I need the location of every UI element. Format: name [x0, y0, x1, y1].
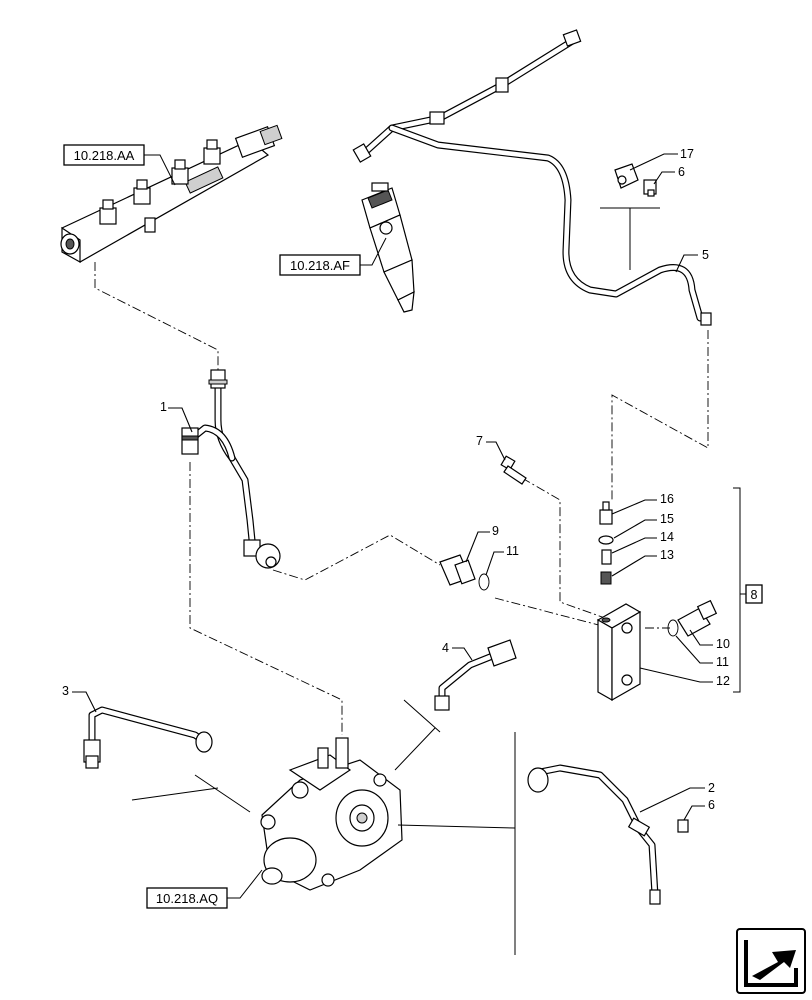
bolt-7	[500, 455, 527, 485]
section-leaders	[131, 207, 660, 955]
callout-14: 14	[660, 530, 674, 544]
callout-4: 4	[442, 641, 449, 655]
callout-6a: 6	[678, 165, 685, 179]
callout-16: 16	[660, 492, 674, 506]
clip-17	[614, 163, 657, 197]
pump-feed-line	[181, 369, 281, 569]
arrow-navigation-icon[interactable]	[736, 928, 806, 994]
callouts: 1 5 17 6 7 9 11 16 15 14 13 8 10 11 12 4	[62, 147, 763, 821]
reference-injector-label: 10.218.AF	[290, 258, 350, 273]
reference-injector[interactable]: 10.218.AF	[279, 237, 387, 276]
line-2	[527, 764, 689, 905]
callout-2: 2	[708, 781, 715, 795]
callout-17: 17	[680, 147, 694, 161]
valve-block	[596, 501, 718, 702]
callout-9: 9	[492, 524, 499, 538]
line-3	[83, 706, 213, 769]
reference-pump[interactable]: 10.218.AQ	[146, 869, 263, 909]
callout-5: 5	[702, 248, 709, 262]
callout-7: 7	[476, 434, 483, 448]
callout-15: 15	[660, 512, 674, 526]
callout-1: 1	[160, 400, 167, 414]
connection-lines	[94, 262, 709, 735]
high-pressure-pump	[260, 737, 403, 891]
callout-8: 8	[751, 588, 758, 602]
reference-rail-label: 10.218.AA	[74, 148, 135, 163]
callout-11a: 11	[506, 544, 519, 558]
injector	[361, 182, 415, 313]
fuel-rail	[60, 124, 283, 264]
line-4	[434, 639, 517, 711]
return-line	[352, 29, 712, 326]
callout-3: 3	[62, 684, 69, 698]
fitting-9	[439, 554, 490, 591]
callout-11b: 11	[716, 655, 729, 669]
callout-10: 10	[716, 637, 730, 651]
reference-rail[interactable]: 10.218.AA	[63, 144, 176, 186]
reference-pump-label: 10.218.AQ	[156, 891, 218, 906]
callout-13: 13	[660, 548, 674, 562]
callout-6b: 6	[708, 798, 715, 812]
callout-12: 12	[716, 674, 730, 688]
